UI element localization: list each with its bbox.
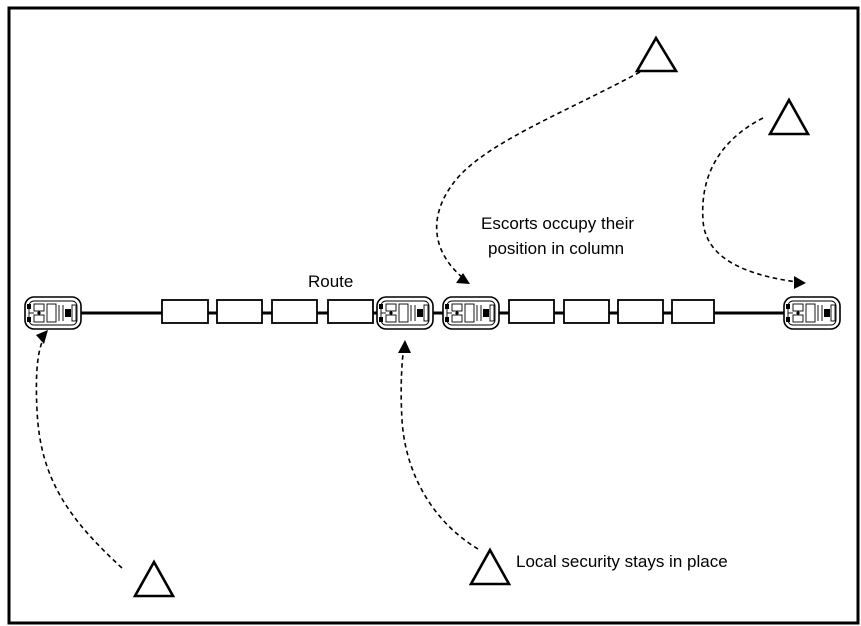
movement-path (35, 334, 123, 569)
observation-post-triangle-icon (634, 35, 679, 73)
movement-path (435, 71, 641, 279)
arrowhead-icon (36, 330, 48, 344)
security-vehicle-icon (24, 296, 82, 330)
convoy-truck (271, 299, 318, 324)
convoy-truck (563, 299, 610, 324)
convoy-truck (671, 299, 715, 324)
arrowhead-icon (794, 276, 806, 289)
escorts-label-line1: Escorts occupy their (481, 214, 634, 233)
arrowhead-icon (456, 273, 470, 284)
security-vehicle-icon (442, 296, 500, 330)
convoy-trucks-front (161, 299, 374, 324)
observation-post-triangle-icon (468, 547, 512, 586)
escorts-label-line2: position in column (488, 239, 624, 258)
observation-post-triangle-icon (132, 559, 176, 598)
convoy-truck (161, 299, 209, 324)
convoy-truck (327, 299, 374, 324)
security-vehicle-icon (376, 296, 434, 330)
diagram-border (7, 6, 860, 625)
arrowhead-icon (398, 340, 411, 353)
convoy-truck (508, 299, 555, 324)
movement-path (400, 345, 479, 550)
security-vehicle-icon (783, 296, 841, 330)
convoy-trucks-rear (508, 299, 715, 324)
local-security-label: Local security stays in place (516, 552, 728, 571)
convoy-truck (216, 299, 263, 324)
movement-path (701, 117, 798, 283)
observation-post-triangle-icon (767, 97, 811, 136)
route-label: Route (308, 272, 353, 291)
convoy-truck (617, 299, 664, 324)
